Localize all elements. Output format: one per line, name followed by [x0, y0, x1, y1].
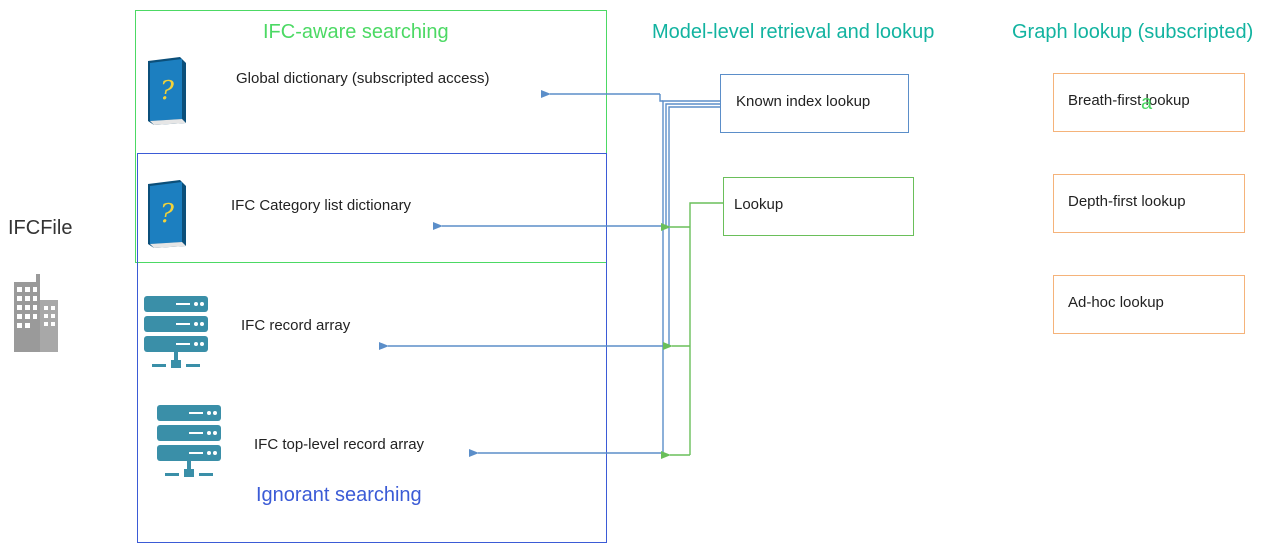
known-index-lookup-label: Known index lookup — [736, 93, 871, 110]
depth-first-label: Depth-first lookup — [1068, 193, 1186, 210]
breadth-first-label: Breath-first lookup — [1068, 92, 1190, 109]
depth-first-box — [1053, 174, 1245, 233]
category-dictionary-label: IFC Category list dictionary — [231, 197, 412, 214]
green-trunk — [689, 202, 723, 455]
global-dictionary-label: Global dictionary (subscripted access) — [236, 70, 490, 87]
known-index-lookup-box — [720, 74, 909, 133]
ignorant-title: Ignorant searching — [256, 484, 422, 506]
lookup-box — [723, 177, 914, 236]
stray-mark: a — [1141, 92, 1153, 114]
blue-trunk-c — [668, 106, 720, 346]
lookup-label: Lookup — [734, 196, 784, 213]
top-level-record-array-label: IFC top-level record array — [254, 436, 425, 453]
server-icon — [144, 296, 208, 368]
ifc-aware-title: IFC-aware searching — [263, 21, 449, 43]
blue-link-top — [659, 94, 663, 102]
book-icon: ? — [148, 57, 186, 125]
svg-text:?: ? — [160, 199, 175, 229]
server-icon — [157, 405, 221, 477]
ifc-file-label: IFCFile — [8, 217, 73, 239]
ifc-aware-region — [135, 10, 607, 263]
svg-text:?: ? — [160, 76, 175, 106]
blue-trunk-b — [665, 103, 720, 226]
book-icon: ? — [148, 180, 186, 248]
ad-hoc-label: Ad-hoc lookup — [1068, 294, 1164, 311]
building-icon — [14, 274, 58, 352]
blue-trunk-a — [662, 100, 720, 453]
ad-hoc-box — [1053, 275, 1245, 334]
graph-lookup-heading: Graph lookup (subscripted) — [1012, 21, 1254, 43]
model-level-heading: Model-level retrieval and lookup — [652, 21, 935, 43]
breadth-first-box — [1053, 73, 1245, 132]
record-array-label: IFC record array — [241, 317, 351, 334]
